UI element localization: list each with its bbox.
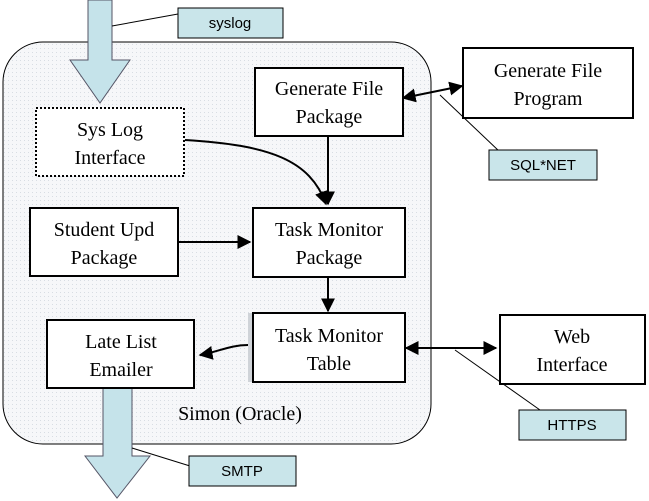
svg-text:Table: Table	[307, 353, 351, 375]
syslog-input-arrow	[69, 0, 131, 104]
svg-text:Web: Web	[554, 326, 590, 348]
sys-log-interface-box: Sys Log Interface	[35, 107, 185, 177]
container-label: Simon (Oracle)	[178, 403, 302, 425]
svg-text:Generate File: Generate File	[494, 60, 602, 82]
svg-text:Interface: Interface	[74, 147, 145, 169]
sqlnet-callout: SQL*NET	[488, 149, 598, 181]
https-callout-leader	[454, 349, 541, 411]
svg-text:Student Upd: Student Upd	[54, 219, 155, 241]
smtp-callout: SMTP	[188, 455, 297, 487]
smtp-callout-leader	[131, 447, 191, 467]
svg-text:Package: Package	[71, 247, 138, 269]
svg-text:Interface: Interface	[536, 354, 607, 376]
syslog-callout: syslog	[177, 7, 284, 39]
svg-text:SQL*NET: SQL*NET	[510, 157, 576, 174]
task-monitor-package-box: Task Monitor Package	[252, 207, 406, 278]
generate-file-package-box: Generate File Package	[254, 67, 404, 137]
web-interface-box: Web Interface	[499, 314, 646, 385]
connector-syslog-to-taskmonitor	[184, 139, 329, 206]
smtp-output-arrow	[83, 385, 152, 499]
generate-file-program-box: Generate File Program	[462, 47, 634, 119]
task-monitor-table-box: Task Monitor Table	[248, 312, 406, 383]
late-list-emailer-box: Late List Emailer	[46, 319, 195, 389]
https-callout: HTTPS	[518, 409, 627, 441]
svg-text:Generate File: Generate File	[275, 78, 383, 100]
svg-text:Sys Log: Sys Log	[77, 119, 143, 141]
svg-text:Emailer: Emailer	[89, 359, 153, 381]
svg-text:Task Monitor: Task Monitor	[275, 325, 383, 347]
svg-text:Late List: Late List	[85, 331, 157, 353]
svg-text:HTTPS: HTTPS	[547, 417, 596, 434]
svg-text:SMTP: SMTP	[221, 463, 263, 480]
syslog-callout-leader	[111, 13, 179, 27]
sqlnet-callout-leader	[439, 94, 501, 153]
svg-text:syslog: syslog	[209, 15, 252, 32]
connector-table-to-emailer	[198, 344, 249, 360]
svg-text:Task Monitor: Task Monitor	[275, 219, 383, 241]
svg-text:Package: Package	[296, 247, 363, 269]
student-upd-package-box: Student Upd Package	[29, 207, 179, 277]
svg-text:Program: Program	[514, 88, 583, 110]
svg-text:Package: Package	[296, 106, 363, 128]
connector-package-program	[401, 81, 464, 103]
